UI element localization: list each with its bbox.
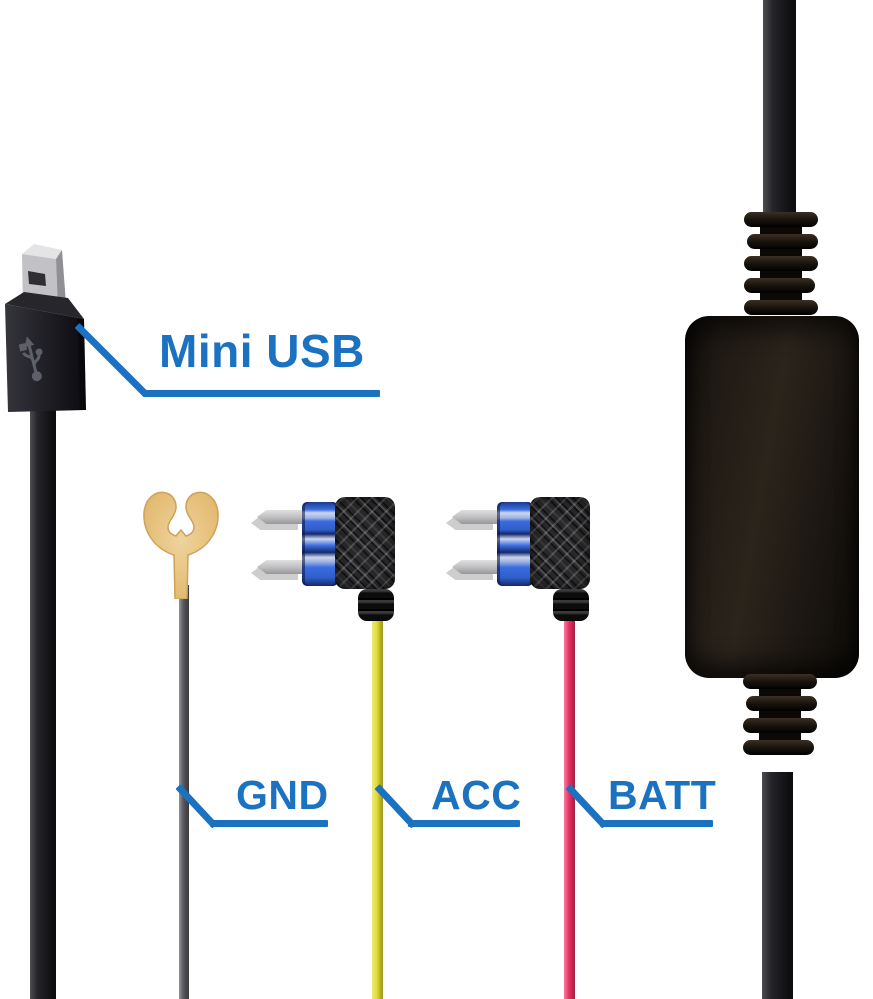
connector-body-front (5, 304, 86, 412)
rib (744, 212, 818, 227)
connector-slot (28, 271, 46, 286)
batt-wire (564, 618, 575, 999)
gnd-label: GND (236, 772, 329, 818)
rib (743, 674, 817, 689)
rib (744, 278, 815, 293)
acc-callout-underline (408, 820, 520, 827)
rib (743, 718, 817, 733)
rib-notch (758, 689, 802, 696)
gnd-callout-underline (210, 820, 328, 827)
acc-label: ACC (431, 772, 522, 818)
rib-notch (758, 711, 802, 718)
connector-metal-top (22, 244, 62, 259)
connector-body-top (5, 292, 84, 319)
strain-relief-bottom (743, 674, 817, 755)
fuse-tap-holder (530, 497, 590, 589)
rib (743, 740, 814, 755)
rib-notch (759, 293, 803, 300)
strain-relief-top (744, 212, 818, 315)
converter-cable-bottom (762, 772, 793, 999)
rib (747, 234, 818, 249)
rib-notch (759, 249, 803, 256)
mini-blade-fuse (497, 502, 533, 586)
connector-metal-side (56, 250, 66, 310)
rib-notch (759, 271, 803, 278)
fuse-tap-acc (251, 497, 395, 623)
wire-boot (358, 589, 394, 621)
mini-blade-fuse (302, 502, 338, 586)
ground-spade-terminal (143, 491, 219, 599)
mini-usb-cable (30, 400, 56, 999)
mini-usb-connector (5, 244, 86, 412)
mini-usb-label: Mini USB (159, 325, 365, 377)
fuse-tap-holder (335, 497, 395, 589)
fuse-blade-bottom (257, 560, 304, 574)
rib (746, 696, 817, 711)
batt-callout-underline (600, 820, 713, 827)
rib (744, 256, 818, 271)
mini-usb-callout-underline (143, 390, 380, 397)
fuse-blade-top (257, 510, 304, 524)
voltage-converter-module (685, 316, 859, 678)
usb-trident-icon (18, 336, 43, 382)
fuse-blade-bottom (452, 560, 499, 574)
fuse-tap-batt (446, 497, 590, 623)
acc-wire (372, 618, 383, 999)
connector-body-edge (78, 318, 86, 410)
rib (744, 300, 818, 315)
wire-boot (553, 589, 589, 621)
converter-cable-top (763, 0, 796, 218)
fuse-blade-top (452, 510, 499, 524)
spade-fork-shape (143, 491, 219, 599)
rib-notch (758, 733, 802, 740)
rib-notch (759, 227, 803, 234)
batt-label: BATT (608, 772, 717, 818)
